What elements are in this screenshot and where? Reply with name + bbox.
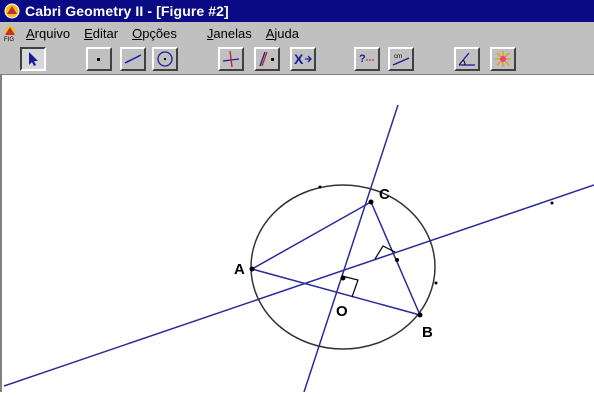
point-c[interactable] (368, 199, 374, 205)
menu-bar: FIG Arquivo Editar Opções Janelas Ajuda (0, 22, 594, 44)
geometry-figure[interactable]: A C B O (2, 75, 594, 393)
point-o[interactable] (340, 275, 346, 281)
perpendicular-line-through-c[interactable] (303, 104, 399, 393)
circle-guide-dot (434, 281, 438, 285)
menu-opcoes-accelerator: O (132, 25, 143, 41)
menu-editar[interactable]: Editar (84, 26, 118, 41)
label-b: B (422, 324, 433, 341)
angle-mark-icon (458, 52, 475, 66)
circle-tool-button[interactable] (152, 47, 178, 71)
drawing-canvas[interactable]: A C B O (0, 75, 594, 393)
menu-opcoes-label: pções (142, 25, 177, 41)
menu-arquivo-label: rquivo (34, 25, 71, 41)
point-b[interactable] (417, 312, 423, 318)
point-icon (97, 58, 100, 61)
menu-arquivo[interactable]: Arquivo (26, 26, 70, 41)
circumcircle[interactable] (250, 184, 436, 350)
label-c: C (379, 186, 390, 203)
menu-ajuda-accelerator: A (265, 25, 275, 41)
construct-perpendicular-button[interactable] (218, 47, 244, 71)
perpendicular-line-through-o[interactable] (3, 184, 594, 387)
right-angle-marker-upper (374, 245, 396, 260)
menu-janelas-accelerator: J (206, 25, 214, 41)
menu-opcoes[interactable]: Opções (132, 26, 177, 41)
menu-janelas[interactable]: Janelas (207, 26, 252, 41)
menu-ajuda-label: juda (274, 25, 299, 41)
right-angle-marker-lower (341, 275, 359, 298)
check-property-button[interactable]: ? (354, 47, 380, 71)
svg-text:FIG: FIG (4, 37, 14, 42)
transform-x-icon: X (294, 51, 312, 67)
toolbar: X ? cm (0, 44, 594, 75)
circle-icon (157, 51, 173, 67)
segment-cb[interactable] (370, 201, 421, 316)
figure-document-icon[interactable]: FIG (2, 24, 22, 42)
segment-ac[interactable] (251, 201, 372, 270)
svg-text:?: ? (359, 53, 366, 65)
starburst-icon (495, 51, 511, 67)
draw-button[interactable] (490, 47, 516, 71)
window-title: Cabri Geometry II - [Figure #2] (25, 3, 229, 19)
point-a[interactable] (249, 266, 255, 272)
menu-janelas-label: anelas (213, 25, 252, 41)
pointer-tool-button[interactable] (20, 47, 46, 71)
svg-text:cm: cm (394, 54, 402, 60)
segment-icon (124, 54, 142, 64)
circle-guide-dot (318, 185, 322, 189)
cabri-app-icon[interactable] (3, 2, 21, 20)
menu-editar-label: ditar (92, 25, 119, 41)
display-button[interactable] (454, 47, 480, 71)
measure-button[interactable]: cm (388, 47, 414, 71)
transform-button[interactable]: X (290, 47, 316, 71)
parallel-point-icon (259, 51, 274, 67)
label-o: O (336, 303, 348, 320)
line-guide-dot (550, 201, 554, 205)
construct-parallel-button[interactable] (254, 47, 280, 71)
menu-ajuda[interactable]: Ajuda (266, 26, 299, 41)
question-icon: ? (359, 53, 375, 65)
line-tool-button[interactable] (120, 47, 146, 71)
perpendicular-icon (222, 50, 240, 68)
title-bar: Cabri Geometry II - [Figure #2] (0, 0, 594, 22)
menu-arquivo-accelerator: A (26, 25, 35, 41)
label-a: A (234, 261, 245, 278)
menu-editar-accelerator: E (84, 25, 93, 41)
segment-ab[interactable] (251, 268, 421, 316)
svg-text:X: X (294, 51, 304, 67)
intersection-point[interactable] (395, 258, 399, 262)
ruler-icon: cm (392, 54, 410, 66)
point-tool-button[interactable] (86, 47, 112, 71)
pointer-arrow-icon (29, 52, 38, 66)
